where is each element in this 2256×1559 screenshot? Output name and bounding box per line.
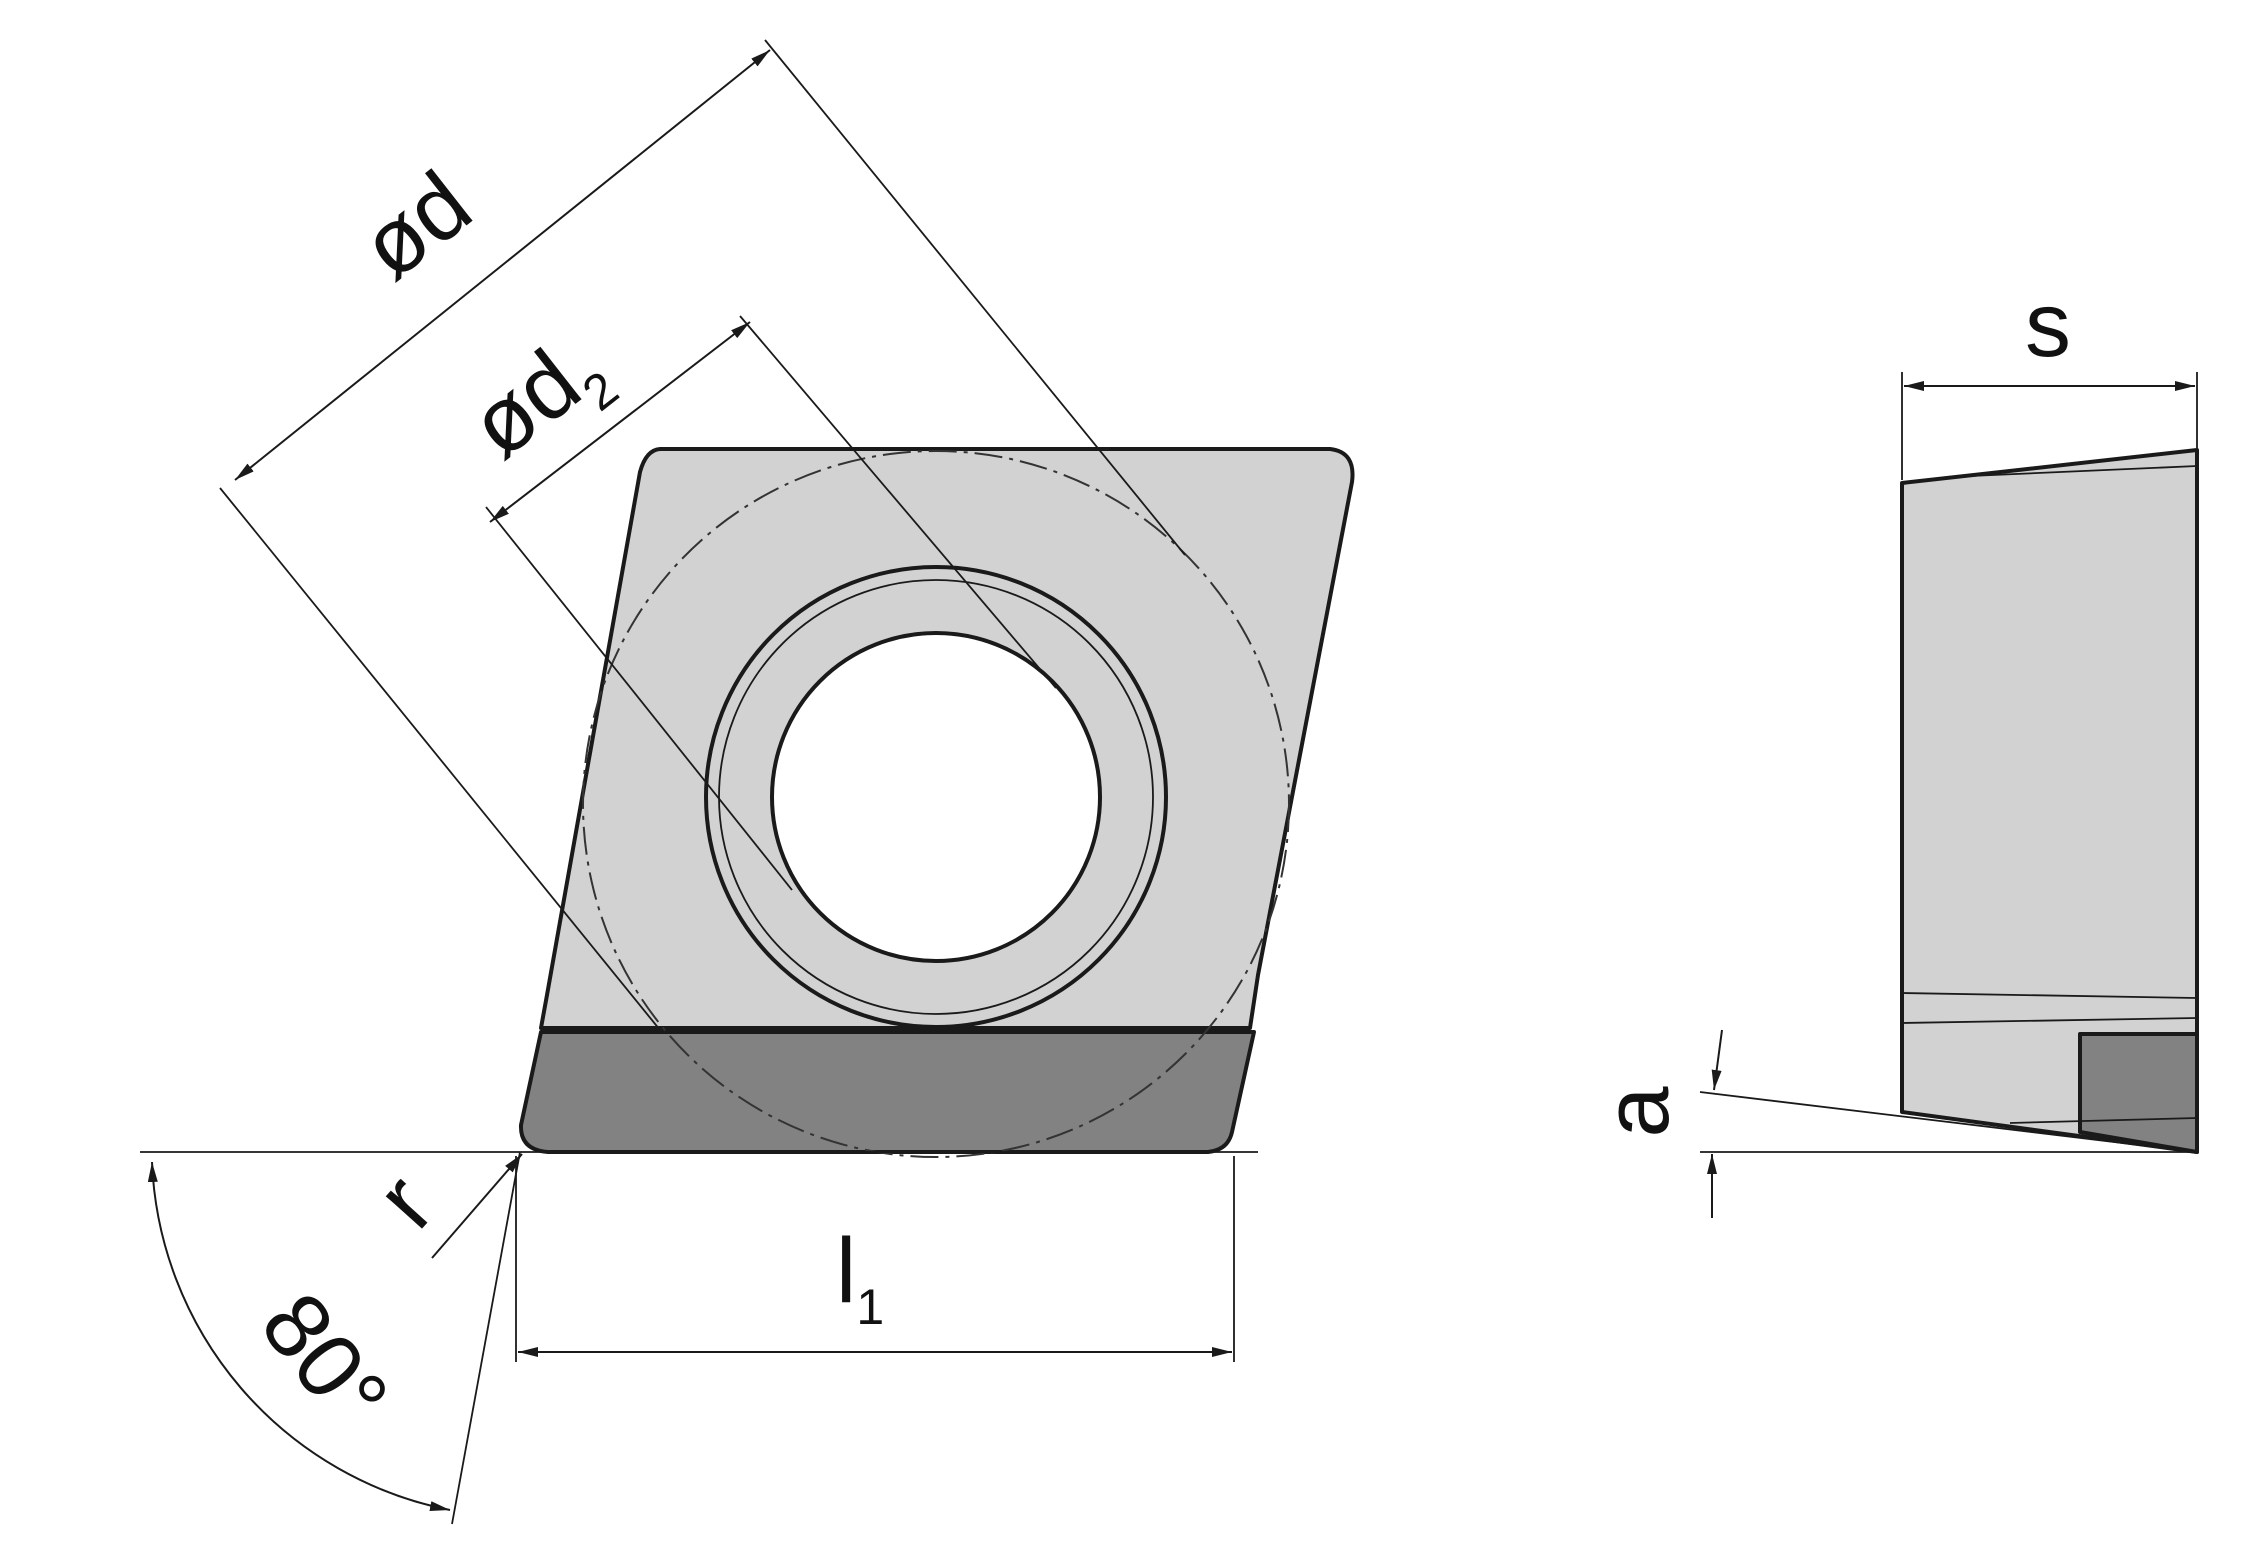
edge-length-label: l1 xyxy=(836,1220,884,1335)
hole-diameter-label: ød2 xyxy=(451,314,628,488)
corner-angle-label: 80° xyxy=(241,1275,407,1447)
insert-side-view: s a xyxy=(1586,274,2199,1218)
dimension-corner-radius: r xyxy=(357,1153,523,1259)
inscribed-circle xyxy=(582,450,1290,1158)
hole-chamfer-ring xyxy=(718,579,1154,1015)
dimension-thickness: s xyxy=(1901,274,2198,480)
clearance-label: a xyxy=(1586,1086,1688,1138)
insert-front-view: ød ød2 r l1 80° xyxy=(140,39,1355,1525)
dimension-edge-length: l1 xyxy=(515,1156,1235,1362)
thickness-label: s xyxy=(2025,274,2071,376)
outer-diameter-label: ød xyxy=(342,152,489,298)
corner-radius-label: r xyxy=(357,1156,453,1247)
dimension-clearance: a xyxy=(1586,1029,2198,1218)
dimension-corner-angle: 80° xyxy=(147,1151,521,1525)
cutting-edge-tip xyxy=(518,1030,1256,1154)
hole-bore xyxy=(770,631,1102,963)
side-cutting-tip xyxy=(2078,1032,2199,1154)
